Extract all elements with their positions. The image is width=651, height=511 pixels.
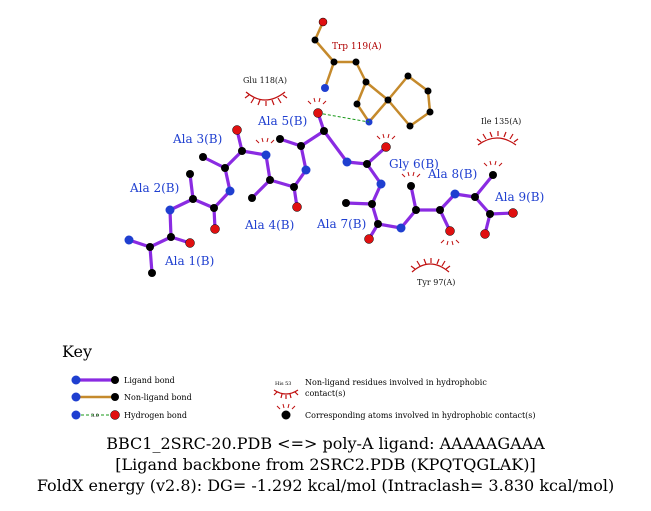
tyr97-label: Tyr 97(A): [417, 278, 455, 287]
key-nonligand-bond-label: Non-ligand bond: [124, 393, 192, 402]
key-hbond-distance: 3.0: [91, 413, 99, 419]
ala7-label: Ala 7(B): [316, 217, 366, 231]
hydrogen-bond: [317, 112, 370, 123]
key-corresponding-atom: [276, 403, 296, 420]
ala4-label: Ala 4(B): [244, 218, 294, 232]
trp119-residue: [313, 20, 432, 128]
gly6-label: Gly 6(B): [389, 157, 439, 171]
glu118-arc: [244, 91, 288, 106]
ligand-atoms: [124, 108, 518, 277]
glu118-label: Glu 118(A): [243, 76, 287, 85]
key-hydrogen-bond: [71, 410, 120, 420]
trp119-atoms: [311, 17, 434, 130]
ala9-label: Ala 9(B): [494, 190, 544, 204]
ala2-label: Ala 2(B): [129, 181, 179, 195]
ile135-arc: [476, 131, 519, 146]
key-nonligand-residues-line2: contact(s): [305, 389, 345, 398]
key-example-residue: His 53: [275, 381, 291, 387]
tyr97-arc: [410, 258, 451, 273]
footer-line-2: [Ligand backbone from 2SRC2.PDB (KPQTQGL…: [115, 455, 536, 474]
key-corresponding-atoms-label: Corresponding atoms involved in hydropho…: [305, 411, 536, 420]
ala1-label: Ala 1(B): [164, 254, 214, 268]
key-ligand-bond: [71, 375, 119, 385]
key-nonligand-bond: [71, 392, 119, 402]
key-nonligand-residues-line1: Non-ligand residues involved in hydropho…: [305, 378, 487, 387]
ala3-label: Ala 3(B): [172, 132, 222, 146]
hydrophobic-atom-marks: [255, 97, 503, 246]
trp119-label: Trp 119(A): [332, 41, 382, 52]
key-hydrogen-bond-label: Hydrogen bond: [124, 411, 187, 420]
key-ligand-bond-label: Ligand bond: [124, 376, 175, 385]
ala8-label: Ala 8(B): [427, 167, 477, 181]
key-nonligand-residue-arc: [273, 389, 299, 399]
ile135-label: Ile 135(A): [481, 117, 521, 126]
ala5-label: Ala 5(B): [257, 114, 307, 128]
footer-line-1: BBC1_2SRC-20.PDB <=> poly-A ligand: AAAA…: [106, 434, 545, 453]
key-title: Key: [62, 342, 92, 361]
footer-line-3: FoldX energy (v2.8): DG= -1.292 kcal/mol…: [36, 476, 615, 495]
